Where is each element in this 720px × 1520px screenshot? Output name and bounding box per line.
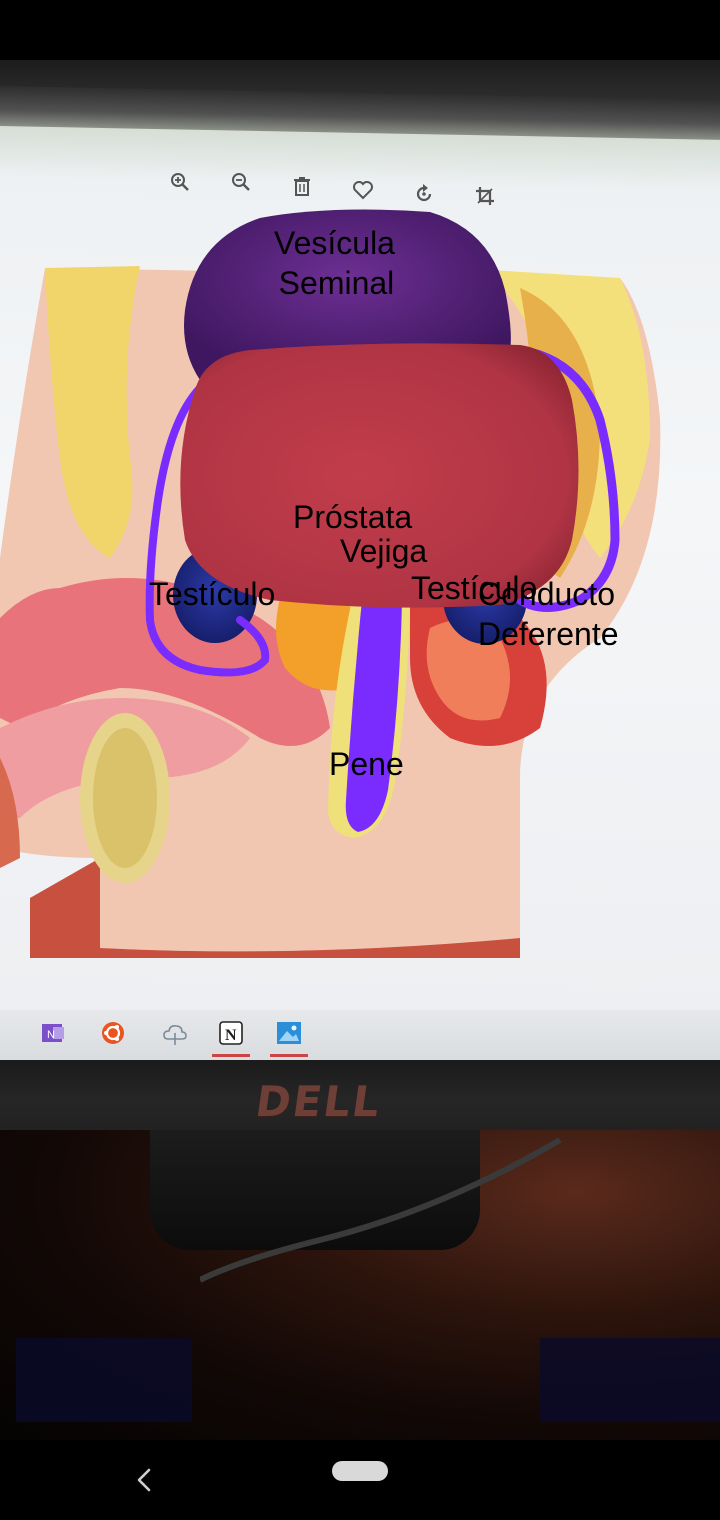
monitor-brand-logo: DELL xyxy=(252,1077,385,1126)
label-conducto-deferente: Conducto Deferente xyxy=(478,574,619,654)
image-viewer-toolbar xyxy=(160,168,520,208)
system-navigation-bar xyxy=(0,1440,720,1520)
monitor-stand xyxy=(150,1130,480,1250)
rotate-icon[interactable] xyxy=(410,180,438,208)
ar-right-button[interactable] xyxy=(540,1338,720,1422)
label-testiculo-left: Testículo xyxy=(149,576,276,612)
label-pene: Pene xyxy=(329,746,404,782)
photos-icon[interactable] xyxy=(274,1018,304,1048)
trash-icon[interactable] xyxy=(288,172,316,200)
label-conducto-line1: Conducto xyxy=(478,576,615,612)
active-app-indicator xyxy=(270,1054,308,1057)
label-vesicula-line2: Seminal xyxy=(278,265,395,301)
monitor-cable xyxy=(200,1137,562,1283)
label-testiculo-right: Testículo xyxy=(411,570,538,606)
notion-icon[interactable]: N xyxy=(216,1018,246,1048)
monitor-bottom-bezel xyxy=(0,1060,720,1140)
crop-icon[interactable] xyxy=(471,182,499,210)
heart-icon[interactable] xyxy=(349,176,377,204)
label-vesicula-line1: Vesícula xyxy=(274,225,395,261)
svg-text:N: N xyxy=(47,1029,55,1041)
ubuntu-icon[interactable] xyxy=(98,1018,128,1048)
label-prostata: Próstata xyxy=(293,499,413,535)
back-chevron-icon[interactable] xyxy=(128,1458,160,1502)
label-vejiga: Vejiga xyxy=(340,533,428,569)
ar-left-button[interactable] xyxy=(16,1338,192,1422)
onenote-icon[interactable]: N xyxy=(38,1018,68,1048)
cloud-icon[interactable] xyxy=(160,1018,190,1048)
active-app-indicator xyxy=(212,1054,250,1057)
home-pill-button[interactable] xyxy=(332,1461,388,1481)
label-conducto-line2: Deferente xyxy=(478,616,619,652)
notion-letter: N xyxy=(225,1027,237,1044)
zoom-out-icon[interactable] xyxy=(227,168,255,196)
zoom-in-icon[interactable] xyxy=(166,168,194,196)
label-vesicula-seminal: Vesícula Seminal xyxy=(274,223,395,303)
camera-scene: N N DELL xyxy=(0,60,720,1440)
